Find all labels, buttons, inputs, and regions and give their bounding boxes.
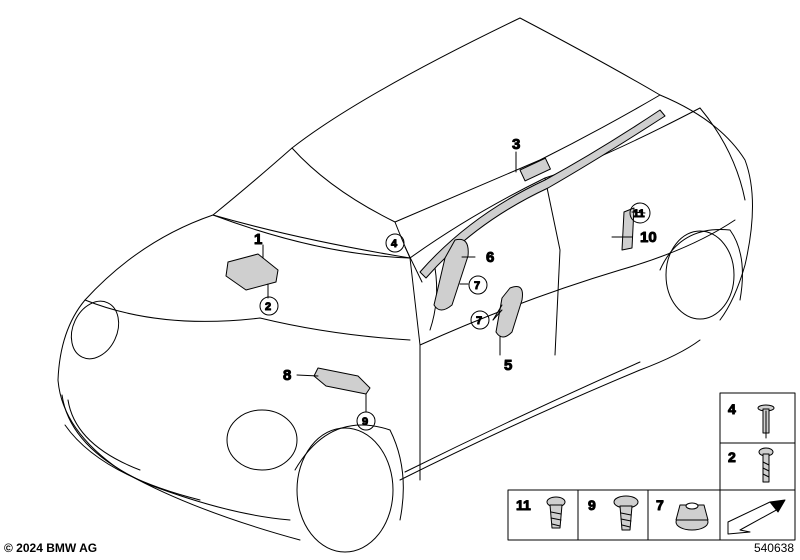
screw-icon	[546, 496, 566, 529]
callout-6: 6	[486, 249, 494, 266]
callout-9: 9	[362, 416, 368, 428]
diagram-reference-number: 540638	[753, 541, 794, 555]
callout-2-circle	[259, 296, 279, 316]
callout-7a-circle	[468, 275, 488, 295]
callout-7b-circle	[470, 310, 490, 330]
callout-4-circle	[385, 233, 405, 253]
callout-4: 4	[391, 238, 398, 250]
callout-7b: 7	[476, 315, 482, 327]
parts-panel: 4 2 11 9 7	[507, 392, 796, 541]
flange-nut-icon	[675, 502, 709, 531]
direction-arrow-icon	[727, 499, 786, 535]
panel-label-4: 4	[728, 401, 736, 417]
callout-5: 5	[504, 357, 512, 374]
callout-2: 2	[265, 301, 271, 313]
panel-label-11: 11	[516, 497, 531, 513]
panel-label-2: 2	[728, 449, 736, 465]
airbag-parts	[225, 109, 666, 395]
panel-label-9: 9	[588, 497, 596, 513]
callout-labels: 1 2 3 4 6 7 7 5 8 9 10 11	[254, 136, 657, 431]
callout-11-circle	[629, 202, 651, 224]
car-outline	[57, 17, 753, 553]
callout-7a: 7	[474, 280, 480, 292]
copyright-text: © 2024 BMW AG	[4, 541, 98, 555]
callout-3: 3	[512, 136, 520, 153]
callout-9-circle	[356, 411, 376, 431]
washer-screw-icon	[613, 495, 639, 531]
callout-10: 10	[640, 229, 657, 246]
panel-label-7: 7	[656, 497, 664, 513]
callout-11: 11	[633, 208, 645, 220]
leader-lines	[262, 151, 646, 413]
bolt-icon	[758, 447, 774, 483]
rivet-icon	[757, 404, 775, 439]
callout-1: 1	[254, 231, 262, 248]
callout-8: 8	[283, 367, 291, 384]
